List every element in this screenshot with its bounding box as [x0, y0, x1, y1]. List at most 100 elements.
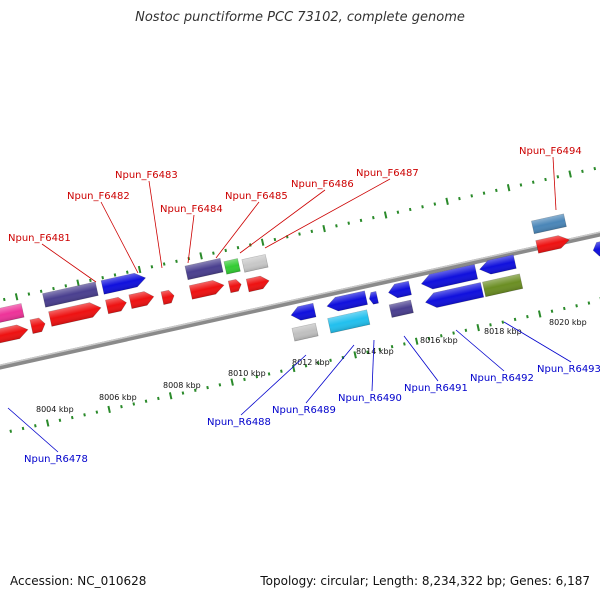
reverse-label-leader: [455, 329, 505, 372]
reverse-gene-label[interactable]: Npun_R6492: [470, 373, 534, 384]
forward-tick: [27, 292, 31, 296]
gene-arrow-shading: [291, 303, 317, 321]
gene-arrow-shading: [425, 282, 484, 308]
reverse-tick: [427, 336, 431, 341]
gene-arrow-shading: [531, 213, 567, 234]
forward-gene-label[interactable]: Npun_F6482: [67, 191, 130, 202]
gene-arrow-shading: [327, 290, 368, 311]
forward-label-leader: [239, 189, 326, 254]
forward-gene-label[interactable]: Npun_F6494: [519, 146, 582, 157]
reverse-tick: [280, 369, 283, 373]
forward-label-leader: [552, 156, 557, 211]
gene-arrow-shading: [535, 235, 570, 254]
reverse-tick: [439, 334, 443, 338]
gene-arrow-shading: [421, 264, 478, 290]
accession-text: Accession: NC_010628: [10, 574, 147, 588]
gene-arrow-shading: [291, 323, 319, 342]
forward-tick: [101, 275, 104, 280]
forward-tick: [556, 175, 560, 179]
scale-label: 8012 kbp: [292, 358, 330, 367]
forward-tick: [236, 245, 240, 250]
forward-tick: [421, 205, 424, 209]
forward-gene-label[interactable]: Npun_F6483: [115, 170, 178, 181]
forward-tick: [150, 265, 154, 269]
forward-tick: [64, 284, 68, 288]
forward-tick: [458, 196, 461, 201]
forward-tick: [347, 221, 351, 225]
reverse-tick: [513, 317, 517, 322]
forward-tick: [581, 169, 584, 173]
reverse-tick: [9, 429, 13, 433]
reverse-tick: [34, 424, 37, 428]
scale-label: 8010 kbp: [228, 369, 266, 378]
scale-label: 8006 kbp: [99, 393, 137, 402]
gene-track: [0, 213, 600, 344]
gene-arrow-shading: [29, 317, 46, 334]
gene-arrow-shading: [48, 302, 101, 327]
forward-gene-label[interactable]: Npun_F6487: [356, 168, 419, 179]
reverse-gene-label[interactable]: Npun_R6478: [24, 454, 88, 465]
gene-arrow-shading: [101, 273, 146, 295]
genome-summary-text: Topology: circular; Length: 8,234,322 bp…: [260, 574, 590, 588]
reverse-gene-label[interactable]: Npun_R6489: [272, 405, 336, 416]
forward-tick: [14, 293, 19, 301]
gene-arrow-shading: [388, 281, 412, 298]
reverse-tick: [366, 350, 369, 354]
gene-arrow-shading: [593, 240, 600, 257]
forward-tick: [506, 184, 511, 192]
forward-gene-label[interactable]: Npun_F6481: [8, 233, 71, 244]
forward-tick: [125, 270, 129, 274]
reverse-tick: [329, 358, 332, 362]
forward-tick: [89, 278, 92, 283]
reverse-label-leader: [305, 344, 355, 404]
forward-tick: [531, 180, 535, 184]
reverse-gene-label[interactable]: Npun_R6491: [404, 383, 468, 394]
reverse-tick: [243, 377, 246, 382]
reverse-tick: [45, 419, 50, 427]
reverse-label-leader: [371, 339, 375, 392]
forward-tick: [335, 224, 338, 228]
forward-tick: [322, 224, 326, 233]
reverse-tick: [316, 361, 320, 365]
reverse-tick: [587, 301, 591, 305]
gene-arrow-shading: [42, 281, 99, 308]
forward-tick: [482, 191, 486, 195]
forward-label-leader: [264, 178, 391, 249]
forward-tick: [396, 210, 400, 214]
map-title: Nostoc punctiforme PCC 73102, complete g…: [135, 10, 465, 25]
forward-tick: [519, 183, 523, 187]
forward-gene-label[interactable]: Npun_F6484: [160, 204, 223, 215]
reverse-tick: [452, 331, 455, 335]
reverse-gene-label[interactable]: Npun_R6490: [338, 393, 402, 404]
reverse-tick: [168, 392, 173, 400]
gene-arrow-shading: [0, 324, 28, 343]
reverse-gene-label[interactable]: Npun_R6493: [537, 364, 600, 375]
gene-arrow-shading: [241, 254, 269, 273]
forward-tick: [310, 229, 314, 233]
reverse-tick: [218, 383, 222, 387]
forward-gene-label[interactable]: Npun_F6486: [291, 179, 354, 190]
forward-tick: [199, 252, 203, 260]
forward-label-leader: [187, 214, 195, 264]
gene-arrow-shading: [369, 291, 379, 305]
scale-label: 8008 kbp: [163, 381, 201, 390]
gene-arrow-shading: [479, 254, 517, 275]
reverse-tick: [464, 328, 468, 332]
forward-tick: [372, 215, 375, 220]
reverse-gene-label[interactable]: Npun_R6488: [207, 417, 271, 428]
reverse-tick: [414, 337, 419, 345]
forward-tick: [359, 218, 363, 223]
reverse-tick: [120, 404, 123, 409]
reverse-tick: [206, 385, 209, 390]
gene-arrow-shading: [327, 309, 370, 334]
scale-label: 8020 kbp: [549, 318, 587, 327]
reverse-tick: [255, 374, 259, 379]
forward-gene-label[interactable]: Npun_F6485: [225, 191, 288, 202]
forward-label-leader: [100, 201, 139, 274]
forward-tick: [445, 197, 449, 205]
forward-label-leader: [215, 201, 260, 259]
forward-tick: [76, 279, 80, 287]
